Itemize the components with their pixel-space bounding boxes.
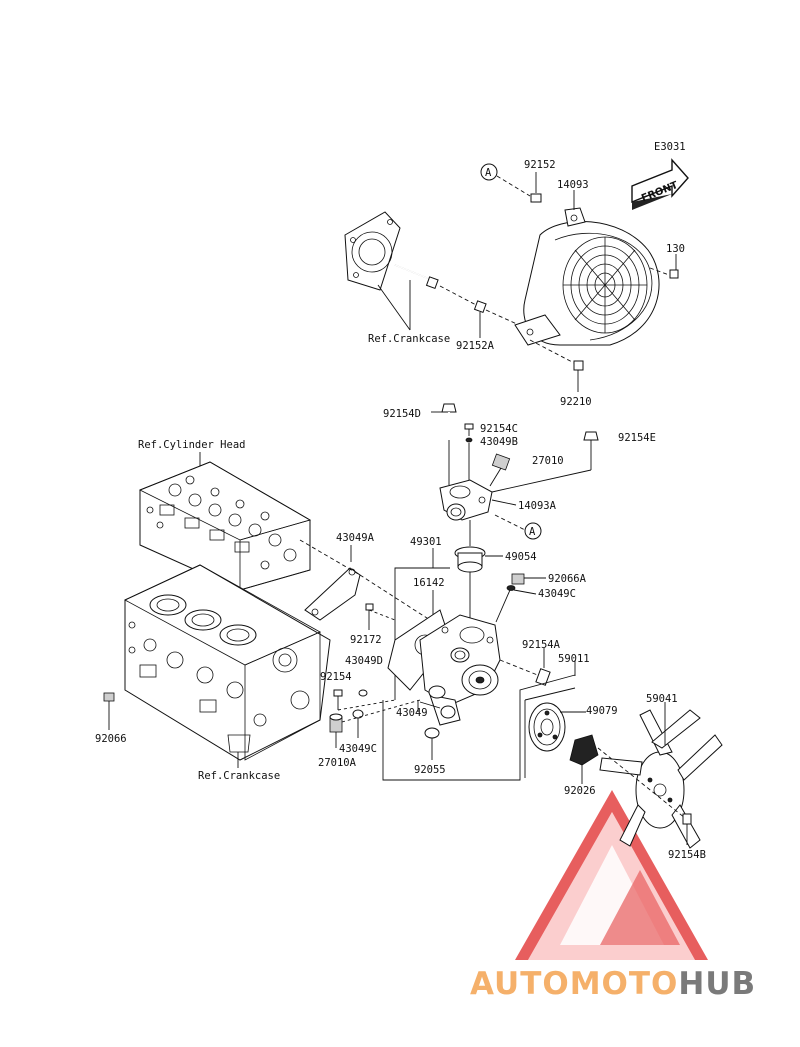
part-label: 27010A: [318, 757, 357, 769]
part-label: 43049A: [336, 532, 375, 544]
callout-a-marker: [480, 163, 498, 181]
part-label: 14093: [557, 179, 589, 191]
crankcase-block: [103, 564, 331, 768]
watermark-part2: HUB: [678, 966, 756, 1002]
part-label: 14093A: [518, 500, 557, 512]
part-label: 59041: [646, 693, 678, 705]
part-label: 92154E: [618, 432, 656, 444]
part-label: 43049: [396, 707, 428, 719]
fan-pulley-group: [515, 660, 723, 849]
part-label: 49054: [505, 551, 537, 563]
watermark-logo: [515, 790, 708, 960]
fan-spacer: [569, 734, 599, 766]
shroud-gasket-plate: [344, 211, 401, 291]
front-arrow-icon: FRONT: [631, 158, 689, 210]
part-label: 92066A: [548, 573, 587, 585]
part-label: 92055: [414, 764, 446, 776]
part-label: 92172: [350, 634, 382, 646]
part-label: 49079: [586, 705, 618, 717]
ref-cylinder-head: Ref.Cylinder Head: [138, 439, 245, 451]
part-label: 16142: [413, 577, 445, 589]
part-label: 92154B: [668, 849, 706, 861]
part-label: 59011: [558, 653, 590, 665]
part-label: 92152: [524, 159, 556, 171]
part-label: 92152A: [456, 340, 495, 352]
diagram-code: E3031: [654, 141, 686, 153]
water-pump-group: [299, 539, 551, 781]
gasket-43049a: [304, 567, 361, 621]
part-label: 43049D: [345, 655, 383, 667]
part-label: 92154D: [383, 408, 421, 420]
fan-shroud-group: A: [344, 163, 679, 392]
cylinder-head: [139, 452, 312, 591]
watermark-text: AUTOMOTOHUB: [470, 966, 756, 1002]
ref-crankcase-top: Ref.Crankcase: [368, 333, 450, 345]
part-label: 92154A: [522, 639, 561, 651]
part-label: 49301: [410, 536, 442, 548]
part-label: 130: [666, 243, 685, 255]
watermark-part1: AUTOMOTO: [470, 966, 678, 1002]
callout-a-mid-text: A: [529, 526, 536, 538]
part-label: 27010: [532, 455, 564, 467]
part-label: 43049B: [480, 436, 518, 448]
callout-a-top-text: A: [485, 167, 492, 179]
part-label: 92154C: [480, 423, 518, 435]
ref-crankcase-bottom: Ref.Crankcase: [198, 770, 280, 782]
part-label: 92066: [95, 733, 127, 745]
part-label: 43049C: [339, 743, 377, 755]
part-label: 92210: [560, 396, 592, 408]
thermostat-group: A: [431, 403, 599, 623]
part-label: 43049C: [538, 588, 576, 600]
part-label: 92154: [320, 671, 352, 683]
part-label: 92026: [564, 785, 596, 797]
